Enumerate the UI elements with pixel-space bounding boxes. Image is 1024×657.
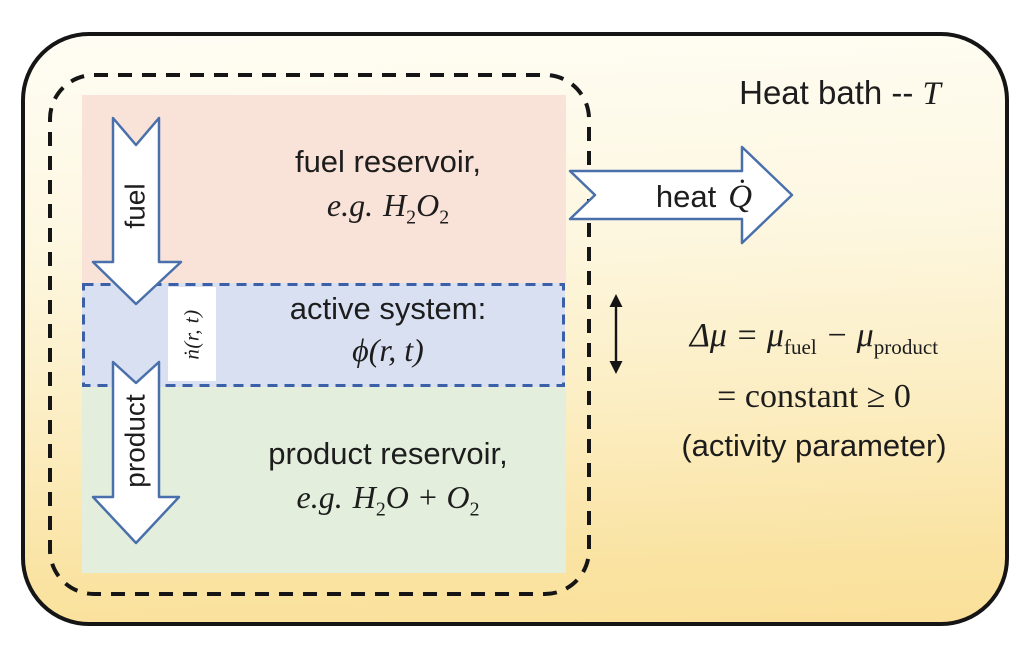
equation-minus-mu: − μ xyxy=(816,317,874,354)
product-example-prefix: e.g. xyxy=(296,479,343,515)
active-system-text: active system: ϕ(r, t) xyxy=(190,290,586,372)
active-system-region xyxy=(82,283,565,387)
fuel-example-prefix: e.g. xyxy=(326,187,374,223)
product-formula-o: O + O xyxy=(385,479,470,515)
fuel-arrow-label: fuel xyxy=(120,183,151,229)
fuel-formula-sub1: 2 xyxy=(406,206,417,229)
equation-line-3: (activity parameter) xyxy=(681,427,947,463)
product-flow-arrow xyxy=(91,360,181,545)
fuel-flow-arrow xyxy=(91,116,183,306)
product-reservoir-text: product reservoir, e.g.H2O + O2 xyxy=(190,434,586,532)
fuel-arrow-label-wrap: fuel xyxy=(108,156,164,256)
heat-bath-title: Heat bath -- T xyxy=(700,74,980,113)
fuel-formula-o: O xyxy=(416,187,440,223)
delta-mu-double-arrow xyxy=(609,294,623,374)
heat-arrow-label-wrap: heat Q̇ xyxy=(614,176,794,218)
fuel-reservoir-text: fuel reservoir, e.g.H2O2 xyxy=(190,142,586,240)
fuel-reservoir-title: fuel reservoir, xyxy=(294,144,482,179)
product-arrow-label: product xyxy=(120,394,151,488)
product-arrow-label-wrap: product xyxy=(108,391,164,491)
exchange-rate-label: ṅ(r, t) xyxy=(168,287,216,381)
product-reservoir-region xyxy=(82,387,566,573)
product-formula-sub2: 2 xyxy=(469,498,480,521)
active-system-dashed-border xyxy=(82,283,565,387)
fuel-reservoir-formula: e.g.H2O2 xyxy=(190,182,586,240)
product-formula-h: H xyxy=(352,479,376,515)
product-reservoir-formula: e.g.H2O + O2 xyxy=(190,474,586,532)
heat-flow-arrow xyxy=(568,145,794,245)
heat-arrow-label: heat xyxy=(655,179,717,214)
product-formula-sub1: 2 xyxy=(375,498,386,521)
heat-rate-symbol: Q̇ xyxy=(728,178,753,215)
fuel-reservoir-region xyxy=(82,95,566,283)
active-system-field: ϕ(r, t) xyxy=(352,332,424,368)
active-system-title: active system: xyxy=(289,291,487,326)
equation-sub-product: product xyxy=(873,334,939,359)
chemical-potential-equation: Δμ = μfuel − μproduct = constant ≥ 0 (ac… xyxy=(618,311,1010,470)
equation-sub-fuel: fuel xyxy=(783,334,817,359)
temperature-symbol: T xyxy=(922,76,941,112)
equation-delta-mu: Δμ = μ xyxy=(689,317,784,354)
fuel-formula-h: H xyxy=(383,187,407,223)
heat-bath-title-text: Heat bath -- xyxy=(739,74,914,111)
product-reservoir-title: product reservoir, xyxy=(268,436,508,471)
equation-line-2: = constant ≥ 0 xyxy=(717,377,911,415)
fuel-formula-sub2: 2 xyxy=(439,206,450,229)
equation-line-1: Δμ = μfuel − μproduct xyxy=(618,311,1010,372)
